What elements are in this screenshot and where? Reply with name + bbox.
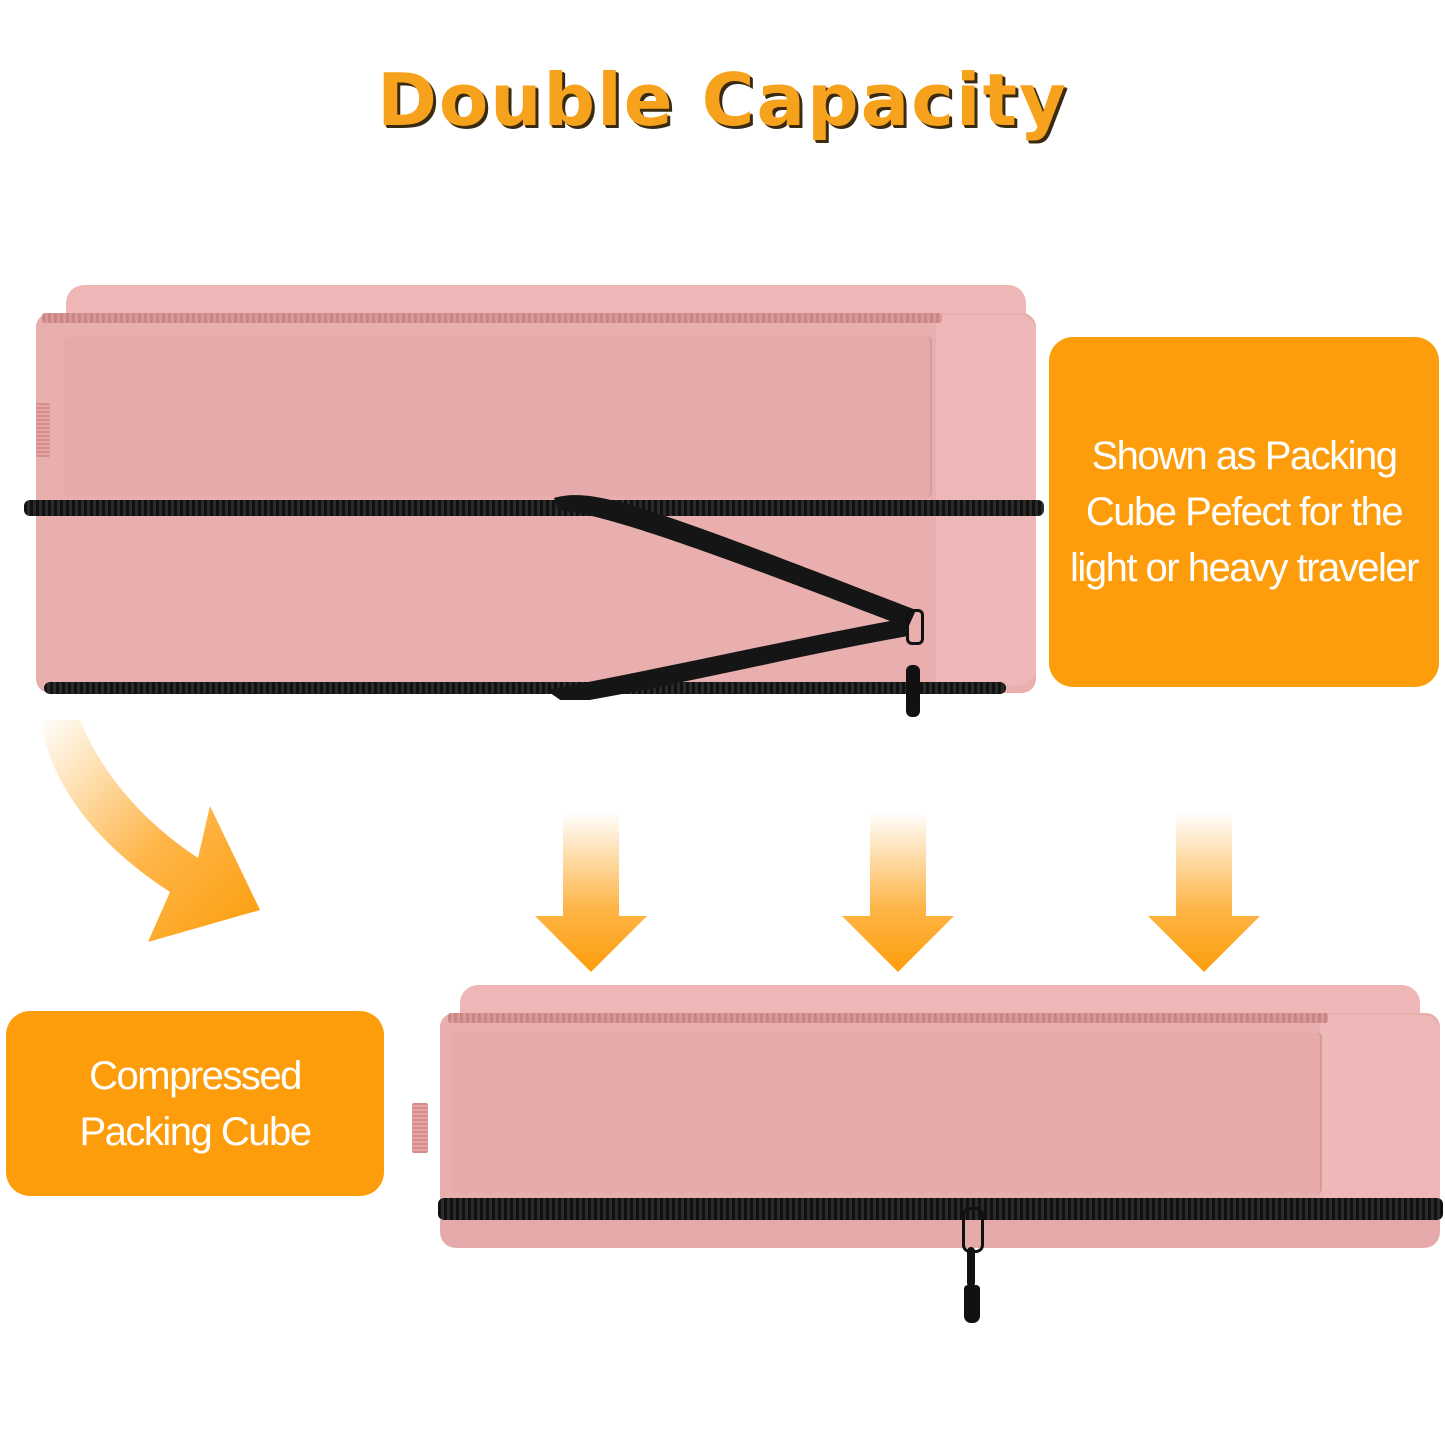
zipper-pull-icon (962, 1207, 984, 1253)
top-zipper (448, 1013, 1328, 1023)
callout-expanded: Shown as Packing Cube Pefect for the lig… (1049, 337, 1439, 687)
cube-side-panel (1320, 1015, 1440, 1207)
down-arrow-icon (1148, 812, 1260, 972)
compression-zipper-closed (438, 1198, 1443, 1220)
callout-compressed-line-1: Compressed (89, 1053, 302, 1098)
callout-compressed: Compressed Packing Cube (6, 1011, 384, 1196)
callout-expanded-line-1: Shown as Packing (1091, 434, 1398, 478)
open-zipper-icon (546, 495, 916, 700)
compression-zipper-upper (24, 500, 1044, 516)
zipper-pull-tab-icon (967, 1247, 975, 1287)
front-panel (452, 1033, 1322, 1193)
callout-expanded-line-2: Cube Pefect for the (1085, 490, 1404, 534)
compression-zipper-lower (44, 682, 1006, 694)
down-arrow-icon (535, 812, 647, 972)
zipper-pull-tab-icon (906, 665, 920, 717)
callout-expanded-line-3: light or heavy traveler (1070, 546, 1419, 590)
compressed-packing-cube-image (412, 985, 1443, 1323)
zipper-pull-tab-icon (964, 1285, 980, 1323)
front-panel (64, 337, 932, 497)
zipper-pull-icon (906, 609, 924, 645)
cube-bottom-lip (440, 1220, 1440, 1248)
curved-arrow-icon (40, 720, 260, 942)
callout-compressed-line-2: Packing Cube (79, 1109, 312, 1154)
handle-tab (36, 403, 50, 457)
down-arrow-icon (842, 812, 954, 972)
expanded-packing-cube-image (24, 285, 1044, 717)
top-zipper (42, 313, 942, 323)
handle-tab (412, 1103, 428, 1153)
page-title: Double Capacity (377, 58, 1068, 142)
